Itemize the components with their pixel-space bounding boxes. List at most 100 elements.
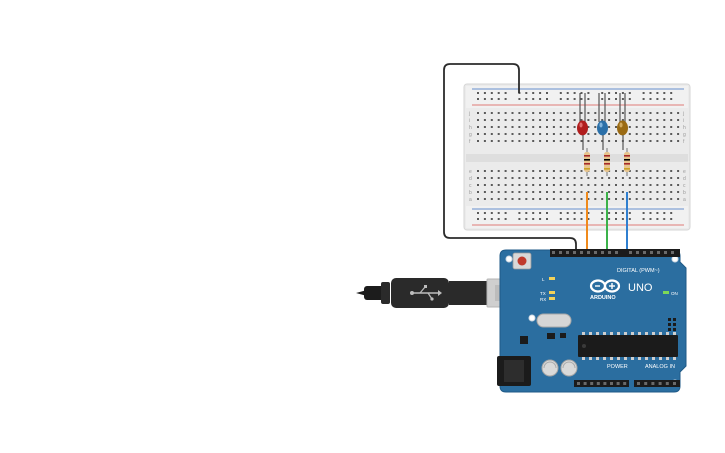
digital-pin[interactable] bbox=[580, 251, 583, 254]
breadboard-hole bbox=[677, 119, 680, 121]
resistor-3[interactable] bbox=[624, 148, 630, 176]
row-letter-left: i bbox=[469, 118, 470, 124]
breadboard-hole bbox=[587, 184, 590, 186]
breadboard-hole bbox=[656, 198, 659, 200]
blue-led[interactable] bbox=[597, 93, 608, 150]
rail-hole bbox=[566, 92, 569, 94]
digital-pin[interactable] bbox=[664, 251, 667, 254]
rail-hole bbox=[518, 98, 521, 100]
breadboard-hole bbox=[504, 119, 507, 121]
power-pin[interactable] bbox=[603, 382, 607, 385]
breadboard-hole bbox=[497, 126, 500, 128]
arduino-uno-board[interactable]: DIGITAL (PWM~) L TX RX UNO ARDUINO bbox=[497, 249, 687, 393]
breadboard-hole bbox=[566, 198, 569, 200]
rail-hole bbox=[546, 92, 548, 94]
chip-pin bbox=[617, 357, 620, 360]
breadboard-hole bbox=[642, 112, 645, 114]
breadboard-hole bbox=[539, 126, 542, 128]
icsp-pin bbox=[673, 318, 676, 321]
resistors bbox=[584, 148, 630, 176]
breadboard-hole bbox=[601, 191, 604, 193]
digital-pin[interactable] bbox=[636, 251, 639, 254]
ground-wire[interactable] bbox=[443, 63, 577, 252]
breadboard-hole bbox=[532, 191, 535, 193]
analog-pin[interactable] bbox=[637, 382, 640, 385]
breadboard-hole bbox=[497, 119, 500, 121]
power-pin[interactable] bbox=[583, 382, 587, 385]
digital-pin[interactable] bbox=[594, 251, 597, 254]
breadboard-hole bbox=[511, 191, 514, 193]
breadboard-hole bbox=[504, 140, 507, 142]
analog-pin[interactable] bbox=[651, 382, 655, 385]
digital-pin[interactable] bbox=[573, 251, 576, 254]
breadboard-hole bbox=[587, 140, 590, 142]
breadboard-hole bbox=[566, 119, 569, 121]
reset-button[interactable] bbox=[517, 256, 527, 266]
rail-hole bbox=[546, 212, 548, 214]
rail-hole bbox=[621, 212, 624, 214]
power-pin[interactable] bbox=[623, 382, 627, 385]
chip-pin bbox=[582, 357, 585, 360]
breadboard-hole bbox=[635, 191, 638, 193]
breadboard-hole bbox=[656, 170, 659, 172]
row-letter-right: e bbox=[683, 169, 686, 175]
digital-pin[interactable] bbox=[587, 251, 590, 254]
analog-pin[interactable] bbox=[644, 382, 648, 385]
blue-led-highlight bbox=[599, 122, 603, 128]
power-pin[interactable] bbox=[590, 382, 594, 385]
power-pin[interactable] bbox=[596, 382, 600, 385]
digital-pin[interactable] bbox=[566, 251, 569, 254]
icsp-pin bbox=[673, 323, 676, 326]
digital-pin[interactable] bbox=[629, 251, 632, 254]
resistor-2-band-2 bbox=[604, 159, 610, 161]
chip-pin bbox=[610, 332, 613, 335]
breadboard-hole bbox=[621, 112, 624, 114]
breadboard-hole bbox=[497, 184, 500, 186]
digital-pin[interactable] bbox=[559, 251, 562, 254]
breadboard-hole bbox=[483, 191, 486, 193]
analog-pin[interactable] bbox=[658, 382, 662, 385]
digital-pin[interactable] bbox=[650, 251, 653, 254]
led-tx-label: TX bbox=[540, 291, 546, 296]
breadboard-hole bbox=[552, 184, 555, 186]
red-led[interactable] bbox=[577, 93, 588, 150]
row-letter-left: j bbox=[468, 111, 470, 117]
digital-pin[interactable] bbox=[601, 251, 604, 254]
breadboard-hole bbox=[511, 170, 514, 172]
breadboard-hole bbox=[628, 126, 631, 128]
breadboard-hole bbox=[670, 170, 673, 172]
power-pin[interactable] bbox=[610, 382, 613, 385]
row-letter-right: i bbox=[683, 118, 684, 124]
breadboard-hole bbox=[552, 170, 555, 172]
row-letter-right: h bbox=[683, 125, 686, 131]
resistor-2[interactable] bbox=[604, 148, 610, 176]
breadboard-hole bbox=[587, 119, 590, 121]
row-letter-left: g bbox=[469, 132, 472, 138]
analog-pin[interactable] bbox=[673, 382, 676, 385]
resistor-1[interactable] bbox=[584, 148, 590, 176]
usb-connector-neck bbox=[449, 281, 487, 305]
resistor-1-band-1 bbox=[584, 155, 590, 157]
digital-pin[interactable] bbox=[608, 251, 611, 254]
breadboard-hole bbox=[573, 170, 576, 172]
breadboard-hole bbox=[663, 133, 666, 135]
breadboard-hole bbox=[580, 184, 583, 186]
red-led-body bbox=[577, 120, 588, 136]
digital-pin[interactable] bbox=[671, 251, 674, 254]
digital-pin[interactable] bbox=[552, 251, 555, 254]
rail-hole bbox=[656, 212, 659, 214]
analog-pin[interactable] bbox=[665, 382, 669, 385]
row-letter-left: c bbox=[469, 183, 472, 189]
digital-pin[interactable] bbox=[657, 251, 660, 254]
power-pin[interactable] bbox=[577, 382, 580, 385]
resistor-3-band-2 bbox=[624, 159, 630, 161]
power-pin[interactable] bbox=[616, 382, 620, 385]
usb-cable-tail bbox=[364, 286, 384, 300]
icsp-pin bbox=[668, 323, 671, 326]
digital-pin[interactable] bbox=[643, 251, 646, 254]
yellow-led[interactable] bbox=[617, 93, 628, 150]
digital-pin[interactable] bbox=[615, 251, 618, 254]
